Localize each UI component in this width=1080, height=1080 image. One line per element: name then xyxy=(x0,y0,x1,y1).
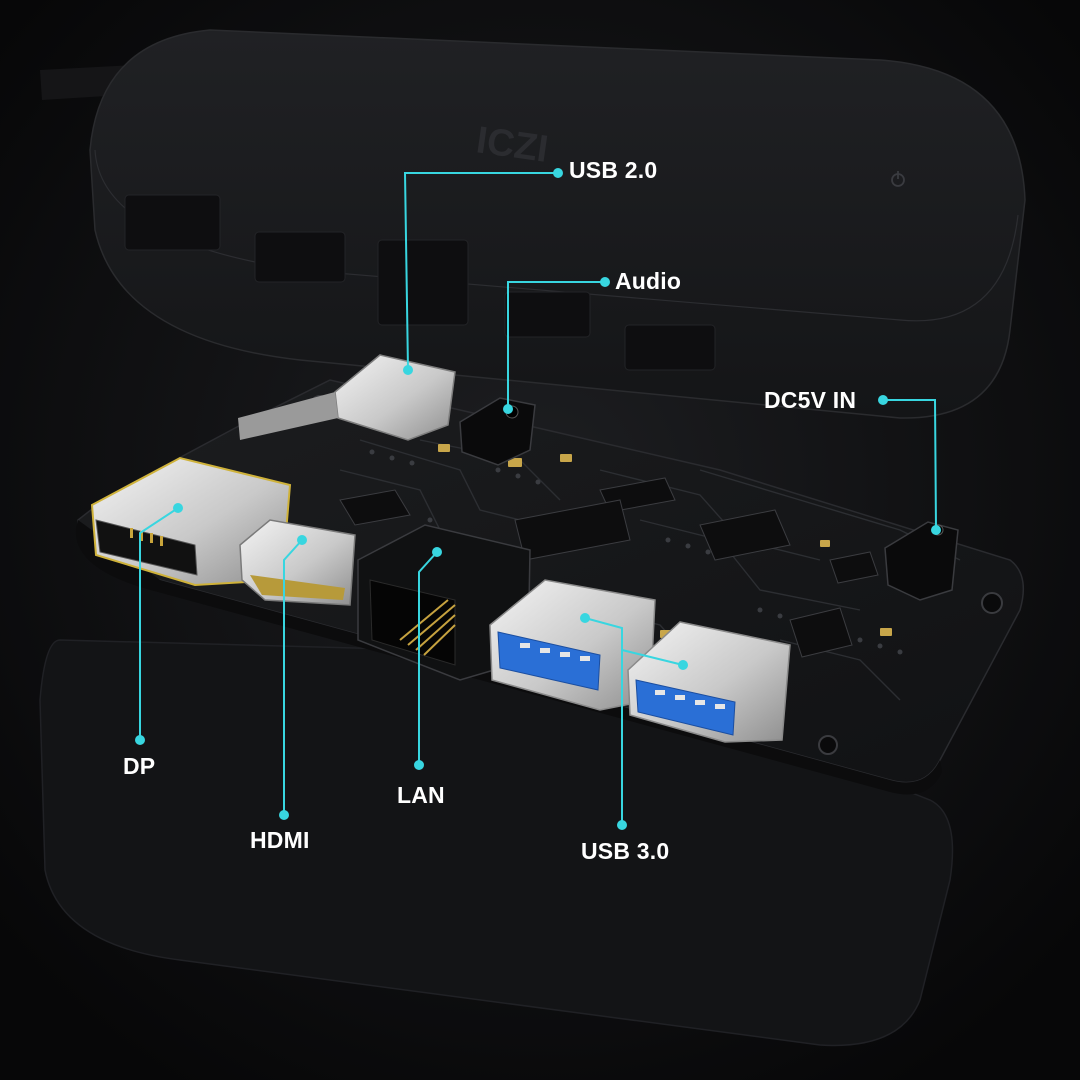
case-cutout xyxy=(504,291,591,338)
callout-dot xyxy=(678,660,688,670)
callout-dot xyxy=(931,525,941,535)
callout-dot xyxy=(432,547,442,557)
callout-dot xyxy=(553,168,563,178)
callout-dot xyxy=(600,277,610,287)
pcb-chips xyxy=(339,477,879,658)
label-usb2: USB 2.0 xyxy=(569,157,658,183)
case-cutout xyxy=(377,239,469,326)
callout-dot xyxy=(135,735,145,745)
callout-dot xyxy=(414,760,424,770)
callout-lan xyxy=(418,551,438,765)
case-cutout xyxy=(624,324,716,371)
label-lan: LAN xyxy=(397,782,445,808)
callout-dot xyxy=(173,503,183,513)
callout-dots xyxy=(135,168,941,830)
label-usb3: USB 3.0 xyxy=(581,838,670,864)
callout-audio xyxy=(507,281,605,409)
case-cutout xyxy=(124,194,221,251)
callout-dot xyxy=(878,395,888,405)
top-case: ICZI xyxy=(89,29,1026,419)
usb2-port-graphic xyxy=(238,354,456,441)
callout-dc xyxy=(883,399,937,531)
label-hdmi: HDMI xyxy=(250,827,310,853)
callout-dot xyxy=(503,404,513,414)
callout-dot xyxy=(297,535,307,545)
callout-lines xyxy=(139,172,937,825)
callout-dot xyxy=(403,365,413,375)
pcb-vias xyxy=(369,449,903,655)
power-icon xyxy=(891,171,905,187)
callout-usb3-b xyxy=(621,649,684,666)
label-audio: Audio xyxy=(615,268,682,294)
callout-usb2 xyxy=(403,172,558,371)
brand-logo: ICZI xyxy=(474,119,551,171)
hdmi-port-graphic xyxy=(239,519,356,606)
callout-usb3-a xyxy=(584,617,623,825)
label-dc5v-in: DC5V IN xyxy=(764,387,857,413)
lan-port-graphic xyxy=(357,524,531,681)
callout-dot xyxy=(617,820,627,830)
mount-hole xyxy=(981,592,1003,614)
callout-dp xyxy=(139,507,179,740)
usb3-port-graphic xyxy=(627,621,791,743)
case-cutout xyxy=(254,231,346,283)
usb3-port-graphic xyxy=(489,579,656,711)
mount-hole xyxy=(818,735,838,755)
callout-dot xyxy=(580,613,590,623)
callout-hdmi xyxy=(283,539,303,815)
label-dp: DP xyxy=(123,753,156,779)
callout-dot xyxy=(279,810,289,820)
